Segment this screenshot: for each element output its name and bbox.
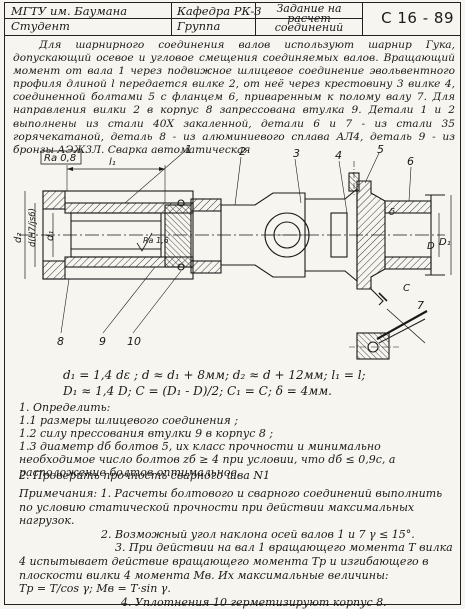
header-divider <box>5 18 362 19</box>
roughness-label: Ra 0,8 <box>44 153 76 164</box>
dim-d1: d₁ <box>45 231 56 241</box>
task-description: Для шарнирного соединения валов использу… <box>13 39 455 156</box>
callout-7: 7 <box>417 299 424 312</box>
header-divider <box>255 3 257 35</box>
callout-10: 10 <box>127 335 141 348</box>
note-1: Примечания: 1. Расчеты болтового и сварн… <box>19 487 443 528</box>
student-field: Студент <box>11 19 70 33</box>
task-item: 1.3 диаметр dб болтов 5, их класс прочно… <box>19 440 396 479</box>
assembly-drawing: Ra 0,8 l₁ d₂ d(H7/js6) d₁ Ra 1,6 D₁ D C … <box>13 143 452 360</box>
formula-line-2: D₁ ≈ 1,4 D; C = (D₁ - D)/2; C₁ = C; δ = … <box>63 384 332 398</box>
roughness-label-2: Ra 1,6 <box>143 236 169 245</box>
callout-5: 5 <box>377 143 384 156</box>
group-field: Группа <box>177 19 221 33</box>
note-formula: Tр = T/cos γ; Mв = T·sin γ. <box>19 582 171 596</box>
dim-C: C <box>403 283 410 294</box>
formula-block: d₁ = 1,4 dε ; d ≈ d₁ + 8мм; d₂ ≈ d + 12м… <box>63 367 366 399</box>
formula-line-1: d₁ = 1,4 dε ; d ≈ d₁ + 8мм; d₂ ≈ d + 12м… <box>63 368 366 382</box>
callout-2: 2 <box>239 145 246 158</box>
callout-6: 6 <box>407 155 414 168</box>
notes-block: Примечания: 1. Расчеты болтового и сварн… <box>19 487 457 609</box>
task-item: 1.1 размеры шлицевого соединения ; <box>19 414 239 427</box>
task-item: 2. Проверить прочность сварного шва N1 <box>19 469 270 482</box>
note-3: 3. При действии на вал 1 вращающего моме… <box>19 541 453 582</box>
callout-3: 3 <box>293 147 300 160</box>
task-item: 1.2 силу прессования втулки 9 в корпус 8… <box>19 427 274 440</box>
dim-delta: δ <box>389 207 395 218</box>
note-4: 4. Уплотнения 10 герметизируют корпус 8. <box>121 595 387 609</box>
dim-d2: d₂ <box>13 233 24 243</box>
university-name: МГТУ им. Баумана <box>11 4 128 18</box>
task-sheet: МГТУ им. Баумана Студент Кафедра РК-3 Гр… <box>4 2 461 609</box>
task-list: 1. Определить: 1.1 размеры шлицевого сое… <box>19 401 349 440</box>
task-heading: 1. Определить: <box>19 401 111 414</box>
note-2: 2. Возможный угол наклона осей валов 1 и… <box>101 527 415 541</box>
callout-1: 1 <box>185 143 192 156</box>
task-code: С 16 - 89 <box>381 9 454 27</box>
header-divider <box>362 3 364 35</box>
callout-8: 8 <box>57 335 64 348</box>
title-block: МГТУ им. Баумана Студент Кафедра РК-3 Гр… <box>5 3 460 36</box>
dim-l1: l₁ <box>109 157 116 168</box>
department-field: Кафедра РК-3 <box>177 4 262 18</box>
dim-D: D <box>427 241 435 252</box>
dim-fit: d(H7/js6) <box>28 208 38 247</box>
callout-9: 9 <box>99 335 106 348</box>
header-divider <box>171 3 173 35</box>
callout-4: 4 <box>335 149 342 162</box>
dim-D1: D₁ <box>439 237 451 248</box>
